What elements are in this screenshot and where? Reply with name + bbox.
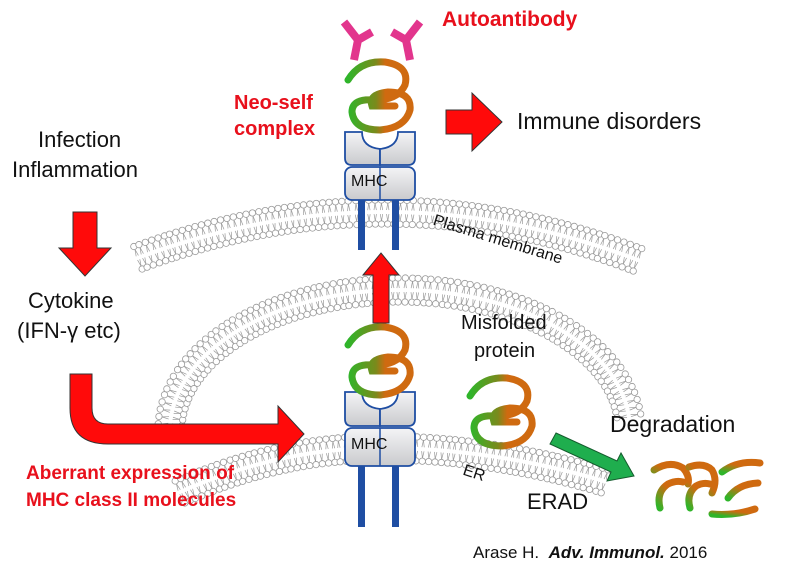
- mhc-er-label: MHC: [351, 436, 388, 453]
- misfolded-protein-coil-free: [466, 374, 536, 450]
- erad-label: ERAD: [527, 489, 589, 514]
- mhc-surface-leg-right: [392, 196, 399, 250]
- mhc-surface: [344, 131, 416, 250]
- neo-self-label-line2: complex: [234, 118, 316, 140]
- green-arrow-to-degradation: [549, 432, 635, 482]
- misfolded-protein-label-line2: protein: [474, 340, 536, 362]
- aberrant-expression-label-line2: MHC class II molecules: [26, 490, 237, 511]
- citation: Arase H. Adv. Immunol. 2016: [473, 543, 707, 563]
- citation-journal: Adv. Immunol.: [548, 543, 665, 562]
- ifn-gamma-label: (IFN-γ etc): [17, 318, 121, 343]
- mhc-surface-label: MHC: [351, 173, 388, 190]
- aberrant-expression-label-line1: Aberrant expression of: [26, 463, 234, 484]
- bent-arrow-cytokine-to-mhc: [69, 373, 305, 464]
- autoantibody-label: Autoantibody: [442, 8, 578, 31]
- down-arrow-infection-to-cytokine: [57, 211, 113, 277]
- mhc-er-leg-left: [358, 465, 365, 527]
- right-arrow-to-immune-disorders: [445, 91, 503, 153]
- autoantibody-icon: [340, 19, 424, 61]
- citation-year: 2016: [669, 543, 708, 562]
- degraded-protein-fragments: [650, 458, 764, 518]
- misfolded-protein-label-line1: Misfolded: [461, 312, 547, 334]
- mhc-surface-leg-left: [358, 196, 365, 250]
- mhc-er-upper-right: [379, 391, 416, 427]
- up-arrow-er-to-surface: [361, 252, 401, 324]
- immune-disorders-label: Immune disorders: [517, 108, 702, 134]
- plasma-membrane-bilayer: [130, 196, 646, 275]
- inflammation-label: Inflammation: [12, 157, 138, 182]
- cytokine-label: Cytokine: [28, 288, 114, 313]
- misfolded-protein-coil-surface: [344, 58, 414, 134]
- mhc-surface-upper-right: [379, 131, 416, 166]
- mhc-er: [344, 391, 416, 527]
- mhc-er-leg-right: [392, 465, 399, 527]
- neo-self-label-line1: Neo-self: [234, 92, 313, 114]
- infection-label: Infection: [38, 127, 122, 152]
- degradation-label: Degradation: [610, 411, 736, 437]
- citation-author: Arase H.: [473, 543, 540, 562]
- er-membrane-bilayer: [154, 274, 645, 507]
- misfolded-protein-coil-er-mhc: [344, 323, 414, 399]
- mhc-surface-upper-left: [344, 131, 381, 166]
